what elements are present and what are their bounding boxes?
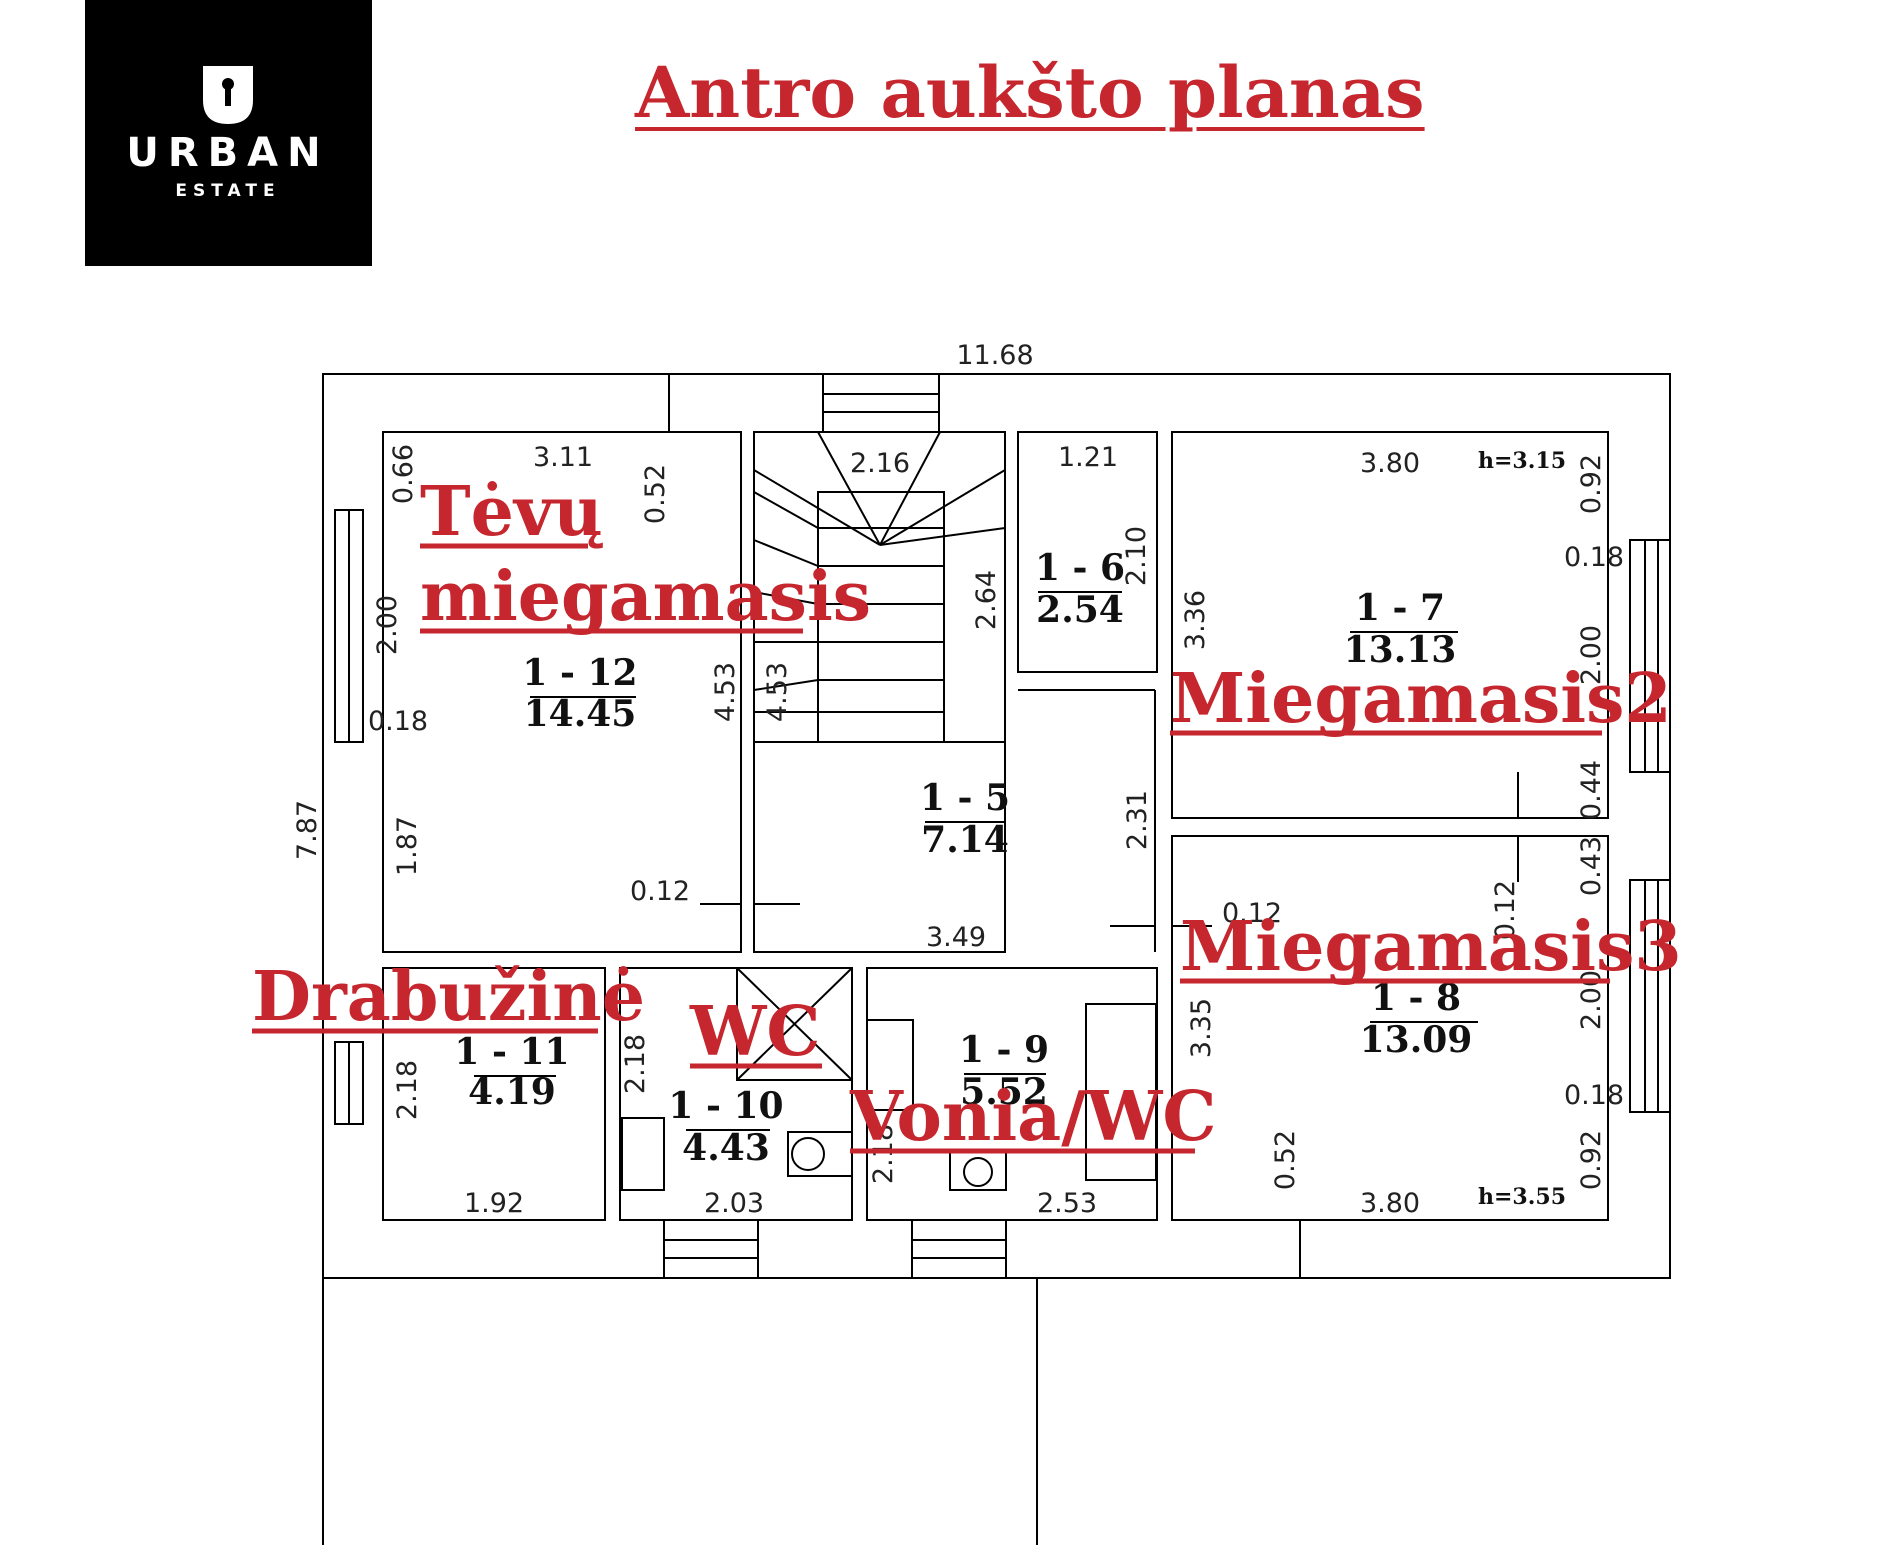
keyhole-u-icon: URBAN ESTATE [126, 66, 329, 201]
room-id: 1 - 9 [959, 1029, 1049, 1071]
dim-label: 0.18 [1564, 542, 1624, 573]
dim-label: 2.18 [392, 1060, 423, 1120]
dim-label: 2.10 [1121, 526, 1152, 586]
dim-label: 3.80 [1360, 448, 1420, 479]
dim-label: 0.12 [1222, 898, 1282, 929]
room-id: 1 - 6 [1035, 547, 1125, 589]
room-id: 1 - 12 [522, 652, 637, 694]
dim-label: 2.00 [1576, 625, 1607, 685]
room-id: 1 - 11 [454, 1031, 569, 1073]
dim-label: 1.87 [392, 816, 423, 876]
dim-label: 0.92 [1576, 454, 1607, 514]
dim-overall-height: 7.87 [292, 800, 323, 860]
room-labels: Tėvų miegamasis Miegamasis2 Miegamasis3 … [252, 472, 1682, 1157]
dim-label: 3.35 [1186, 998, 1217, 1058]
walls [322, 373, 1671, 1545]
dim-overall-width: 11.68 [956, 340, 1033, 371]
dim-label: 0.66 [388, 444, 419, 504]
dim-label: 4.53 [762, 662, 793, 722]
dim-label: 2.18 [620, 1034, 651, 1094]
dim-label: 0.43 [1576, 836, 1607, 896]
dim-label: 3.36 [1180, 590, 1211, 650]
logo-sub-text: ESTATE [175, 181, 280, 201]
room-area: 13.13 [1344, 629, 1457, 671]
dim-label: 0.12 [1490, 880, 1521, 940]
dim-label: 0.52 [1270, 1130, 1301, 1190]
dim-label: 2.00 [372, 595, 403, 655]
dim-label: 1.92 [464, 1188, 524, 1219]
dim-label: 0.44 [1576, 760, 1607, 820]
room-id: 1 - 7 [1355, 587, 1445, 629]
room-area: 13.09 [1360, 1019, 1473, 1061]
dim-label: 2.03 [704, 1188, 764, 1219]
room-label-vonia: Vonia/WC [849, 1077, 1217, 1157]
dim-label: 2.53 [1037, 1188, 1097, 1219]
room-label-miegamasis3: Miegamasis3 [1180, 907, 1682, 987]
room-label-miegamasis2: Miegamasis2 [1170, 659, 1672, 739]
dim-label: 4.53 [710, 662, 741, 722]
room-label-wc: WC [689, 992, 821, 1072]
dim-label: 3.49 [926, 922, 986, 953]
dim-label: 3.11 [533, 442, 593, 473]
room-height: h=3.15 [1478, 448, 1566, 474]
dimension-arrows [668, 374, 1519, 1278]
room-area: 7.14 [921, 819, 1009, 861]
room-id: 1 - 5 [920, 777, 1010, 819]
dim-label: 2.18 [868, 1124, 899, 1184]
room-label-drabuzine: Drabužinė [252, 957, 645, 1037]
room-height: h=3.55 [1478, 1184, 1566, 1210]
dim-label: 2.31 [1122, 790, 1153, 850]
dimension-labels: 11.68 7.87 3.11 0.66 0.52 2.00 0.18 4.53… [292, 340, 1624, 1219]
dim-label: 2.64 [971, 570, 1002, 630]
room-area: 2.54 [1036, 589, 1124, 631]
logo-brand-text: URBAN [126, 130, 329, 176]
dim-label: 1.21 [1058, 442, 1118, 473]
room-area: 5.52 [960, 1071, 1048, 1113]
dim-label: 0.92 [1576, 1130, 1607, 1190]
dim-label: 0.18 [368, 706, 428, 737]
dim-label: 3.80 [1360, 1188, 1420, 1219]
room-id: 1 - 10 [668, 1085, 783, 1127]
room-id: 1 - 8 [1371, 977, 1461, 1019]
dim-label: 0.12 [630, 876, 690, 907]
dim-label: 2.16 [850, 448, 910, 479]
page-title: Antro aukšto planas [635, 51, 1425, 134]
room-label-tevu: Tėvų [420, 472, 603, 552]
room-area: 4.43 [682, 1127, 770, 1169]
room-label-miegamasis: miegamasis [420, 557, 871, 637]
room-area: 4.19 [468, 1071, 556, 1113]
urban-estate-logo: URBAN ESTATE [85, 0, 372, 266]
room-tags: 1 - 12 14.45 1 - 5 7.14 1 - 6 2.54 1 - 7… [454, 448, 1566, 1210]
room-area: 14.45 [524, 693, 637, 735]
dim-label: 0.52 [640, 464, 671, 524]
dim-label: 0.18 [1564, 1080, 1624, 1111]
